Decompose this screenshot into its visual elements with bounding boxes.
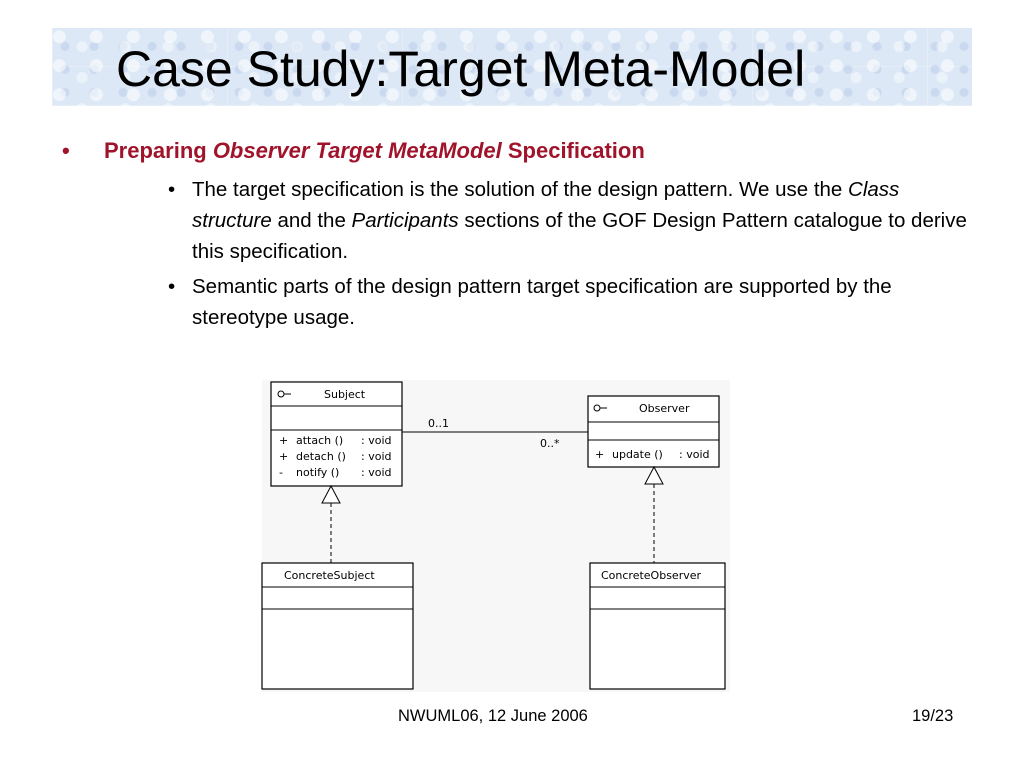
method-visibility: + xyxy=(595,448,604,461)
method-visibility: + xyxy=(279,450,288,463)
subject-multiplicity: 0..1 xyxy=(428,417,449,430)
class-icon xyxy=(593,404,607,412)
bullet-marker: • xyxy=(62,138,70,163)
concrete-observer-class: ConcreteObserver xyxy=(589,562,726,690)
bullet-prefix: Preparing xyxy=(104,138,213,163)
concrete-subject-name: ConcreteSubject xyxy=(284,569,375,582)
method-update: update () xyxy=(612,448,663,461)
sub-bullet-1-text: The target specification is the solution… xyxy=(192,174,982,267)
class-icon xyxy=(277,390,291,398)
class-structure-term: Class structure xyxy=(192,178,900,232)
footer-event-date: NWUML06, 12 June 2006 xyxy=(398,707,588,725)
observer-class-box xyxy=(587,395,720,468)
bullet-emphasis: Observer Target MetaModel xyxy=(212,138,502,163)
sub-bullet-1-part-5: sections of the GOF Design Pattern catal… xyxy=(192,209,967,263)
observer-generalization xyxy=(644,465,664,563)
observer-multiplicity: 0..* xyxy=(540,437,560,450)
sub-bullet-marker: • xyxy=(168,275,176,298)
subject-generalization xyxy=(321,484,341,563)
method-notify: notify () xyxy=(296,466,339,479)
inheritance-arrowhead xyxy=(321,484,341,504)
method-return-type: : void xyxy=(361,434,391,447)
bullet-suffix: Specification xyxy=(501,138,645,163)
participants-term: Participants xyxy=(351,209,459,232)
sub-bullet-1-part-1: The target specification is the solution… xyxy=(192,178,849,201)
sub-bullet-marker: • xyxy=(168,178,176,201)
method-return-type: : void xyxy=(361,466,391,479)
concrete-subject-class: ConcreteSubject xyxy=(261,562,414,690)
method-visibility: + xyxy=(279,434,288,447)
method-detach: detach () xyxy=(296,450,346,463)
concrete-subject-box xyxy=(261,562,414,690)
concrete-observer-name: ConcreteObserver xyxy=(601,569,701,582)
title-banner xyxy=(52,28,972,106)
slide-title: Case Study:Target Meta-Model xyxy=(116,41,806,97)
subject-class-box xyxy=(270,381,403,487)
subject-class-name: Subject xyxy=(324,388,366,401)
sub-bullet-1-part-3: and the xyxy=(271,209,352,232)
method-return-type: : void xyxy=(361,450,391,463)
method-visibility: - xyxy=(279,466,283,479)
inheritance-arrowhead xyxy=(644,465,664,485)
sub-bullet-2-text: Semantic parts of the design pattern tar… xyxy=(192,275,892,329)
observer-class: Observer + update () : void xyxy=(587,395,720,468)
main-bullet-text: Preparing Observer Target MetaModel Spec… xyxy=(104,136,645,166)
concrete-observer-box xyxy=(589,562,726,690)
method-attach: attach () xyxy=(296,434,343,447)
page-number: 19/23 xyxy=(912,707,954,725)
method-return-type: : void xyxy=(679,448,709,461)
subject-class: Subject + attach () : void + detach () :… xyxy=(270,381,403,487)
observer-class-name: Observer xyxy=(639,402,690,415)
